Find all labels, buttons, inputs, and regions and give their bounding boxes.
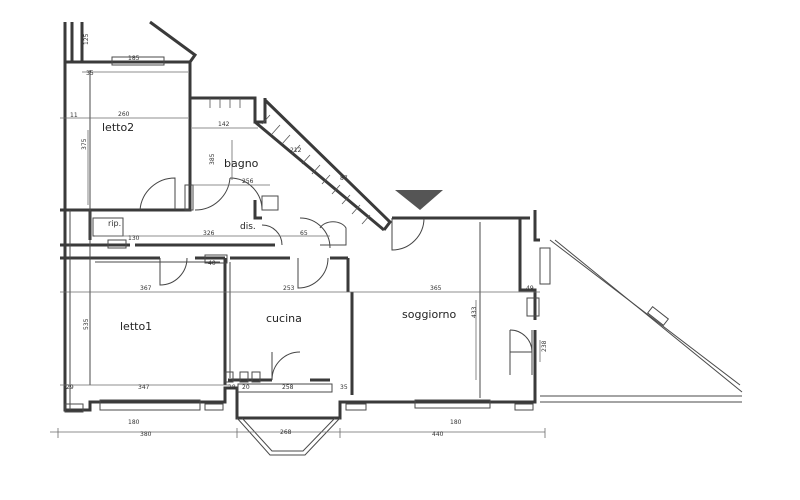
room-label-dis: dis. bbox=[240, 222, 256, 232]
dim-label: 385 bbox=[209, 153, 216, 165]
dim-label: 180 bbox=[128, 419, 140, 426]
dim-label: 20 bbox=[242, 384, 250, 391]
dim-label: 256 bbox=[242, 178, 254, 185]
dim-label: 65 bbox=[300, 230, 308, 237]
room-label-cucina: cucina bbox=[266, 312, 302, 325]
dim-label: 40 bbox=[208, 260, 216, 267]
dim-label: 125 bbox=[83, 33, 90, 45]
dim-label: 380 bbox=[140, 431, 152, 438]
dim-label: 433 bbox=[471, 306, 478, 318]
entrance-arrow bbox=[395, 190, 443, 210]
dim-label: 130 bbox=[128, 235, 140, 242]
room-label-rip: rip. bbox=[108, 219, 121, 228]
dim-label: 367 bbox=[140, 285, 152, 292]
dim-label: 35 bbox=[86, 70, 94, 77]
exterior-walls bbox=[60, 20, 540, 420]
room-label-letto2: letto2 bbox=[102, 121, 134, 134]
dim-label: 87 bbox=[340, 175, 348, 182]
dim-label: 180 bbox=[450, 419, 462, 426]
dim-label: 268 bbox=[280, 429, 292, 436]
dim-label: 258 bbox=[282, 384, 294, 391]
windows bbox=[64, 56, 551, 413]
dim-label: 260 bbox=[118, 111, 130, 118]
room-label-bagno: bagno bbox=[224, 157, 259, 170]
dim-label: 185 bbox=[128, 55, 140, 62]
dim-label: 212 bbox=[290, 147, 302, 154]
terrace bbox=[540, 239, 743, 403]
dim-label: 142 bbox=[218, 121, 230, 128]
dim-label: 440 bbox=[432, 431, 444, 438]
bathroom-hatched-wall bbox=[209, 98, 371, 225]
dim-label: 11 bbox=[70, 112, 78, 119]
dim-label: 347 bbox=[138, 384, 150, 391]
dim-label: 28 bbox=[228, 384, 236, 391]
dim-label: 238 bbox=[541, 340, 548, 352]
room-label-soggiorno: soggiorno bbox=[402, 308, 457, 321]
dim-label: 375 bbox=[81, 138, 88, 150]
doors bbox=[139, 177, 533, 381]
dim-label: 35 bbox=[340, 384, 348, 391]
dim-label: 49 bbox=[526, 285, 534, 292]
dim-label: 253 bbox=[283, 285, 295, 292]
dim-label: 365 bbox=[430, 285, 442, 292]
dim-label: 326 bbox=[203, 230, 215, 237]
bay-window bbox=[236, 417, 341, 456]
interior-walls bbox=[60, 70, 481, 410]
dimension-lines bbox=[50, 71, 546, 438]
room-label-letto1: letto1 bbox=[120, 320, 152, 333]
dim-label: 29 bbox=[66, 384, 74, 391]
fixtures bbox=[92, 184, 347, 383]
dim-label: 535 bbox=[83, 318, 90, 330]
